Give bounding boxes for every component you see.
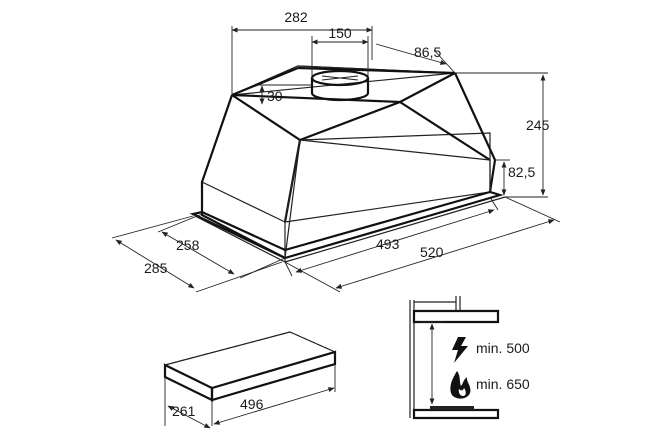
dim-outlet-offset: 86,5 xyxy=(414,44,441,60)
dim-width-inner: 493 xyxy=(376,236,400,252)
dim-depth-inner: 258 xyxy=(176,237,200,253)
cutout-tray xyxy=(163,331,337,402)
clearance-hood xyxy=(412,309,500,324)
dim-front-height: 82,5 xyxy=(508,164,535,180)
dim-cutout-depth: 261 xyxy=(172,403,196,419)
dim-outlet-diameter: 150 xyxy=(328,25,352,41)
dim-cutout-width: 496 xyxy=(240,396,264,412)
clearance-electric-label: min. 500 xyxy=(476,340,530,356)
dim-width-top: 282 xyxy=(284,9,308,25)
hood-bottom-frame xyxy=(189,190,504,260)
dim-width-outer: 520 xyxy=(420,244,444,260)
clearance-cooktop xyxy=(412,408,500,420)
clearance-diagram xyxy=(409,296,500,420)
hood-side-face xyxy=(284,132,491,223)
outlet-collar xyxy=(310,69,370,102)
clearance-gas-label: min. 650 xyxy=(476,376,530,392)
lightning-bolt-icon xyxy=(452,337,468,363)
hood-body xyxy=(189,65,506,263)
dim-total-height: 245 xyxy=(526,117,550,133)
dim-depth-outer: 285 xyxy=(144,260,168,276)
dim-collar-height: 30 xyxy=(267,88,283,104)
